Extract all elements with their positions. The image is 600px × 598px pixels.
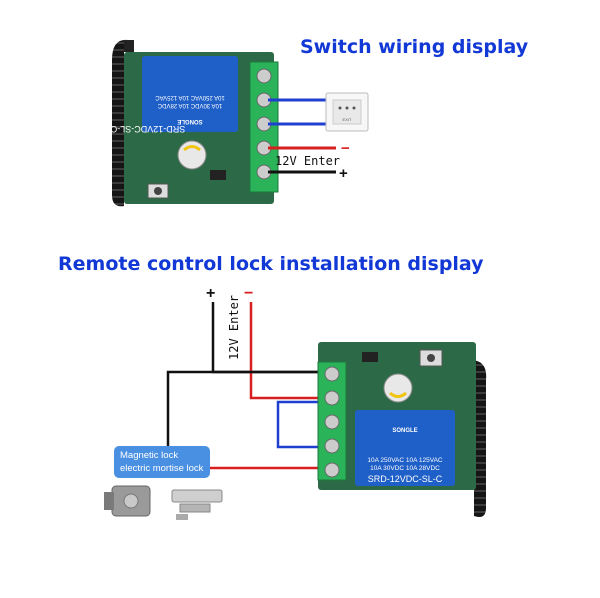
top-module: SRD-12VDC-SL-C 10A 250VAC 10A 125VAC 10A…	[110, 39, 279, 207]
bottom-wire-minus	[249, 302, 330, 400]
magnetic-lock-icon	[171, 489, 223, 520]
bottom-power-label: 12V Enter	[227, 295, 241, 360]
lock-type-label: Magnetic lock electric mortise lock	[114, 446, 210, 478]
top-relay-spec1: 10A 250VAC 10A 125VAC	[155, 94, 225, 100]
top-relay-brand: SONGLE	[177, 118, 202, 124]
bottom-relay-brand: SONGLE	[392, 428, 417, 434]
lock-installation-title: Remote control lock installation display	[58, 253, 484, 275]
bottom-minus-sign: −	[244, 285, 253, 302]
bottom-relay-spec1: 10A 250VAC 10A 125VAC	[367, 457, 443, 464]
bottom-relay: SONGLE 10A 250VAC 10A 125VAC 10A 30VDC 1…	[355, 410, 455, 486]
lock-label-line2: electric mortise lock	[120, 463, 204, 474]
bottom-plus-sign: +	[206, 285, 215, 302]
exit-button-switch: EXIT	[325, 92, 369, 132]
top-relay-model: SRD-12VDC-SL-C	[110, 124, 185, 134]
bottom-chip	[362, 352, 378, 362]
top-power-label: 12V Enter	[275, 154, 340, 168]
bottom-terminal-block	[317, 361, 347, 481]
top-minus-sign: −	[341, 140, 350, 157]
bottom-relay-spec2: 10A 30VDC 10A 28VDC	[370, 465, 440, 472]
top-chip	[210, 170, 226, 180]
bottom-module: SONGLE 10A 250VAC 10A 125VAC 10A 30VDC 1…	[317, 342, 487, 517]
bottom-wire-bridge	[276, 400, 330, 449]
exit-button-text: EXIT	[343, 117, 352, 122]
bottom-relay-model: SRD-12VDC-SL-C	[368, 474, 443, 484]
top-terminal-block	[249, 61, 279, 193]
top-antenna-tip	[124, 40, 134, 52]
top-plus-sign: +	[339, 165, 348, 182]
top-relay-spec2: 10A 30VDC 10A 28VDC	[157, 102, 222, 108]
lock-label-line1: Magnetic lock	[120, 450, 179, 461]
switch-wiring-title: Switch wiring display	[300, 36, 529, 58]
top-relay: SRD-12VDC-SL-C 10A 250VAC 10A 125VAC 10A…	[110, 56, 238, 134]
bottom-wire-lock-black	[166, 370, 330, 447]
electric-mortise-lock-icon	[104, 485, 151, 517]
